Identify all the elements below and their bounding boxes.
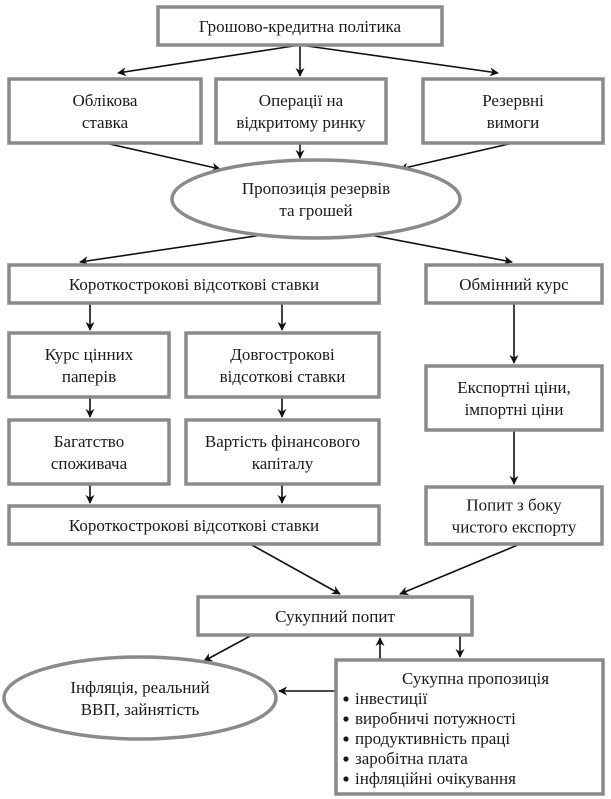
open-market-label: відкритому ринку [236,113,366,132]
export-prices-label: імпортні ціни [465,400,564,419]
reserves-money-node: Пропозиція резервів та грошей [170,158,462,240]
long-rates-label: відсоткові ставки [220,367,346,386]
exchange-rate-node: Обмінний курс [424,263,604,305]
bullet-icon [343,696,349,702]
exchange-rate-label: Обмінний курс [459,275,569,294]
arrow-net-export-to-aggregate-demand [399,543,521,596]
short-rates-top-node: Короткострокові відсоткові ставки [7,263,381,305]
securities-label: паперів [62,367,116,386]
short-rates-bottom-label: Короткострокові відсоткові ставки [69,516,319,535]
wealth-label: споживача [51,454,128,473]
bullet-icon [343,776,349,782]
securities-box [7,331,171,399]
short-rates-bottom-node: Короткострокові відсоткові ставки [7,504,381,546]
outcomes-label: Інфляція, реальний [70,678,209,697]
edges [79,44,521,696]
discount-rate-label: Облікова [73,91,138,110]
long-rates-label: Довгострокові [230,345,335,364]
net-export-label: Попит з боку [466,496,562,515]
wealth-node: Багатство споживача [7,418,171,486]
bullet-icon [343,716,349,722]
arrow-monetary-policy-to-discount-rate [117,44,301,77]
net-export-label: чистого експорту [452,518,577,537]
short-rates-bottom-box [7,504,381,546]
arrow-discount-rate-to-reserves-money [104,142,221,172]
aggregate-supply-title: Сукупна пропозиція [402,669,549,688]
monetary-policy-label: Грошово-кредитна політика [199,17,402,36]
exchange-rate-box [424,263,604,305]
nodes: Грошово-кредитна політикаОбліковаставкаО… [2,5,605,796]
discount-rate-box [7,77,203,145]
export-prices-box [424,364,604,432]
outcomes-label: ВВП, зайнятість [81,700,200,719]
export-prices-label: Експортні ціни, [457,378,570,397]
arrow-reserve-req-to-reserves-money [399,142,514,172]
reserves-money-ellipse [170,158,462,240]
aggregate-demand-node: Сукупний попит [196,595,474,637]
reserve-req-label: вимоги [487,113,539,132]
arrow-reserves-money-to-exchange-rate [369,234,513,265]
outcomes-ellipse [2,655,278,741]
reserves-money-label: та грошей [279,201,352,220]
arrow-monetary-policy-to-reserve-req [299,44,499,77]
factor-label: заробітна плата [355,749,468,768]
bullet-icon [343,756,349,762]
open-market-box [214,77,388,145]
capital-cost-label: Вартість фінансового [205,432,360,451]
aggregate-demand-box [196,595,474,637]
reserves-money-label: Пропозиція резервів [242,179,390,198]
capital-cost-node: Вартість фінансового капіталу [184,418,381,486]
factor-list-item: продуктивність праці [343,729,510,748]
factor-list-item: інфляційні очікування [343,769,516,788]
wealth-label: Багатство [54,432,124,451]
monetary-policy-box [156,5,444,47]
factor-list-item: заробітна плата [343,749,468,768]
bullet-icon [343,736,349,742]
discount-rate-node: Облікова ставка [7,77,203,145]
securities-node: Курс цінних паперів [7,331,171,399]
factor-label: інфляційні очікування [355,769,516,788]
short-rates-top-box [7,263,381,305]
long-rates-box [184,331,381,399]
capital-cost-label: капіталу [252,454,314,473]
wealth-box [7,418,171,486]
factor-label: продуктивність праці [355,729,510,748]
factor-label: виробничі потужності [355,709,516,728]
reserve-req-label: Резервні [482,91,544,110]
reserve-req-node: Резервні вимоги [421,77,605,145]
net-export-node: Попит з боку чистого експорту [424,485,604,546]
short-rates-top-label: Короткострокові відсоткові ставки [69,275,319,294]
factor-list-item: інвестиції [343,689,428,708]
aggregate-demand-label: Сукупний попит [275,607,395,626]
monetary-policy-node: Грошово-кредитна політика [156,5,444,47]
factor-list-item: виробничі потужності [343,709,516,728]
export-prices-node: Експортні ціни, імпортні ціни [424,364,604,432]
factor-label: інвестиції [355,689,428,708]
reserve-req-box [421,77,605,145]
arrow-aggregate-demand-to-outcomes [203,634,253,662]
discount-rate-label: ставка [82,113,129,132]
aggregate-supply-box [334,658,605,796]
capital-cost-box [184,418,381,486]
net-export-box [424,485,604,546]
open-market-node: Операції на відкритому ринку [214,77,388,145]
arrow-short-rates-bottom-to-aggregate-demand [249,543,341,595]
arrow-reserves-money-to-short-rates-top [79,234,263,266]
open-market-label: Операції на [259,91,344,110]
securities-label: Курс цінних [45,345,134,364]
long-rates-node: Довгострокові відсоткові ставки [184,331,381,399]
